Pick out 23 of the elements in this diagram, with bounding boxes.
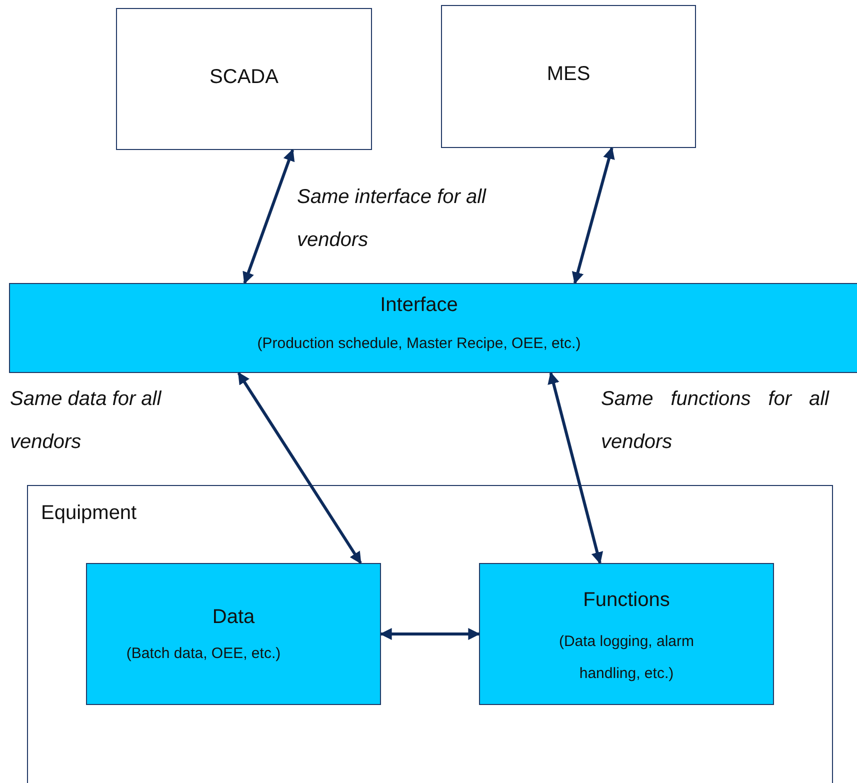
interface-box [9,283,857,373]
functions-box [479,563,774,705]
annotation-text: Same data for all vendors [10,387,163,455]
node-description: (Batch data, OEE, etc.) [125,644,282,664]
data-box [86,563,381,705]
double-arrow [237,372,362,564]
double-arrow [380,628,480,640]
double-arrow [572,146,615,284]
node-title: Data [211,605,256,630]
node-title: SCADA [208,65,280,90]
equipment-container [27,485,833,783]
system-box [441,5,696,148]
annotation-text: Same functions for all vendors [601,387,829,455]
node-description: (Production schedule, Master Recipe, OEE, etc.) [256,334,582,354]
node-title: Equipment [41,501,137,526]
double-arrow [242,148,295,284]
node-description: (Data logging, alarm handling, etc.) [558,632,696,684]
annotation-text: Same interface for all vendors [297,185,488,253]
system-box [116,8,372,150]
node-title: Interface [379,293,459,318]
node-title: Functions [582,588,671,613]
node-title: MES [546,62,592,87]
double-arrow [548,372,604,564]
